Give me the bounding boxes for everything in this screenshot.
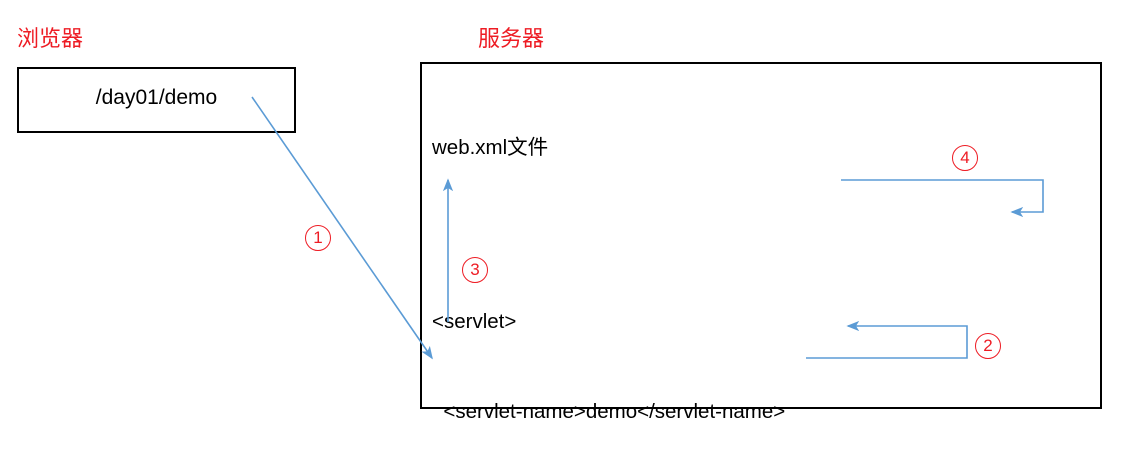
browser-section-title: 浏览器 xyxy=(17,26,84,51)
browser-panel: /day01/demo xyxy=(17,67,296,133)
step-badge-3: 3 xyxy=(462,257,488,283)
arrow-request-step-1 xyxy=(251,96,433,360)
web-xml-file-heading: web.xml文件 xyxy=(432,136,549,159)
code-line-servlet-open: <servlet> xyxy=(432,310,517,333)
code-line-servlet-name: <servlet-name>demo</servlet-name> xyxy=(432,400,786,423)
server-panel: web.xml文件 <servlet> <servlet-name>demo</… xyxy=(420,62,1102,423)
step-badge-2: 2 xyxy=(975,333,1001,359)
step-badge-1: 1 xyxy=(305,225,331,251)
web-xml-code-block: web.xml文件 <servlet> <servlet-name>demo</… xyxy=(432,73,945,461)
browser-url-text: /day01/demo xyxy=(95,86,218,109)
code-spacer xyxy=(432,223,945,247)
step-badge-4: 4 xyxy=(952,145,978,171)
server-section-title: 服务器 xyxy=(478,26,545,51)
